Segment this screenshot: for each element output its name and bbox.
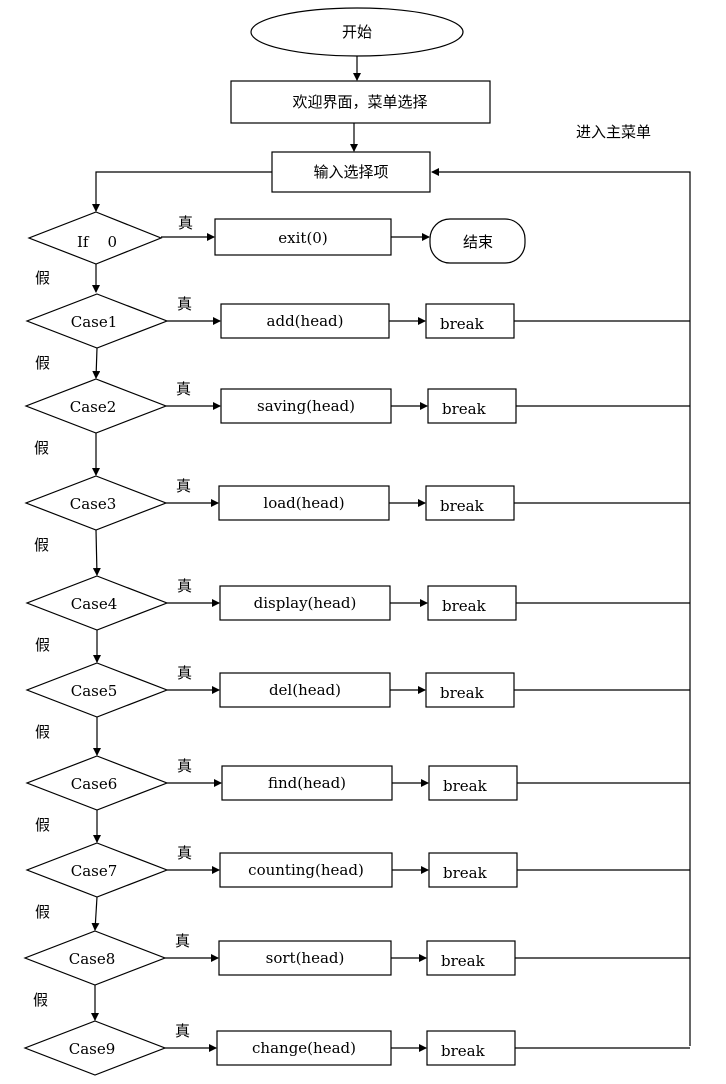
break-label: break (442, 597, 487, 615)
if-zero-decision: If 0 (27, 211, 163, 265)
action-label: counting(head) (248, 861, 364, 879)
case-true-label: 真 (176, 380, 191, 398)
action-label: find(head) (268, 774, 346, 792)
case-false-label: 假 (34, 439, 49, 457)
case-true-label: 真 (177, 295, 192, 313)
case-label: Case5 (71, 682, 118, 700)
if-true-label: 真 (178, 214, 193, 232)
case-false-label: 假 (35, 816, 50, 834)
break-box (426, 1030, 516, 1066)
break-label: break (440, 684, 485, 702)
action-box (219, 852, 393, 888)
case-true-label: 真 (177, 577, 192, 595)
case-7-group: Case7 真 counting(head) break 假 (25, 842, 690, 931)
arrow-input-if (92, 171, 272, 212)
arrow-case-next (92, 529, 101, 576)
action-box (216, 1030, 392, 1066)
break-box (425, 485, 515, 521)
case-1-group: Case1 真 add(head) break 假 (25, 293, 690, 379)
case-label: Case6 (71, 775, 118, 793)
exit-label: exit(0) (278, 229, 327, 247)
case-true-label: 真 (176, 477, 191, 495)
action-box (218, 485, 390, 521)
case-label: Case1 (71, 313, 118, 331)
arrow-case-next (91, 896, 100, 931)
case-5-group: Case5 真 del(head) break 假 (25, 662, 690, 756)
if-false-label: 假 (35, 269, 50, 287)
break-label: break (443, 777, 488, 795)
arrow-case-next (92, 347, 101, 379)
break-box (426, 940, 516, 976)
action-label: change(head) (252, 1039, 356, 1057)
end-node: 结束 (429, 218, 526, 264)
case-true-label: 真 (175, 1022, 190, 1040)
action-box (220, 303, 390, 339)
case-true-label: 真 (175, 932, 190, 950)
break-box (425, 672, 515, 708)
start-node: 开始 (250, 7, 464, 57)
case-9-group: Case9 真 change(head) break (23, 1020, 690, 1076)
welcome-node: 欢迎界面，菜单选择 (230, 80, 491, 124)
break-box (425, 303, 515, 339)
case-label: Case3 (70, 495, 117, 513)
break-box (427, 388, 517, 424)
input-node: 输入选择项 (271, 151, 431, 193)
case-false-label: 假 (35, 903, 50, 921)
case-false-label: 假 (35, 723, 50, 741)
case-label: Case8 (69, 950, 116, 968)
break-label: break (443, 864, 488, 882)
welcome-label: 欢迎界面，菜单选择 (292, 93, 427, 111)
case-3-group: Case3 真 load(head) break 假 (24, 475, 690, 576)
end-label: 结束 (463, 233, 493, 251)
exit-node: exit(0) (214, 218, 392, 256)
if-zero-label: If 0 (77, 233, 117, 251)
input-label: 输入选择项 (313, 163, 388, 181)
case-false-label: 假 (35, 636, 50, 654)
case-true-label: 真 (177, 757, 192, 775)
action-label: add(head) (267, 312, 344, 330)
return-label: 进入主菜单 (576, 123, 651, 141)
case-label: Case9 (69, 1040, 116, 1058)
case-false-label: 假 (34, 536, 49, 554)
action-label: display(head) (254, 594, 357, 612)
break-label: break (441, 1042, 486, 1060)
start-label: 开始 (342, 23, 372, 41)
case-label: Case7 (71, 862, 118, 880)
case-true-label: 真 (177, 664, 192, 682)
case-decision (23, 1020, 167, 1076)
action-label: load(head) (263, 494, 344, 512)
case-false-label: 假 (35, 354, 50, 372)
break-label: break (441, 952, 486, 970)
break-label: break (442, 400, 487, 418)
break-box (428, 765, 518, 801)
action-box (219, 585, 391, 621)
action-label: del(head) (269, 681, 341, 699)
case-2-group: Case2 真 saving(head) break 假 (24, 378, 690, 476)
action-label: saving(head) (257, 397, 355, 415)
case-4-group: Case4 真 display(head) break 假 (25, 575, 690, 663)
action-label: sort(head) (266, 949, 345, 967)
case-8-group: Case8 真 sort(head) break 假 (23, 930, 690, 1021)
case-6-group: Case6 真 find(head) break 假 (25, 755, 690, 843)
case-false-label: 假 (33, 991, 48, 1009)
break-label: break (440, 497, 485, 515)
case-label: Case2 (70, 398, 117, 416)
break-label: break (440, 315, 485, 333)
case-label: Case4 (71, 595, 118, 613)
case-true-label: 真 (177, 844, 192, 862)
break-box (428, 852, 518, 888)
action-box (220, 388, 392, 424)
arrow-loop-back (431, 168, 691, 1046)
